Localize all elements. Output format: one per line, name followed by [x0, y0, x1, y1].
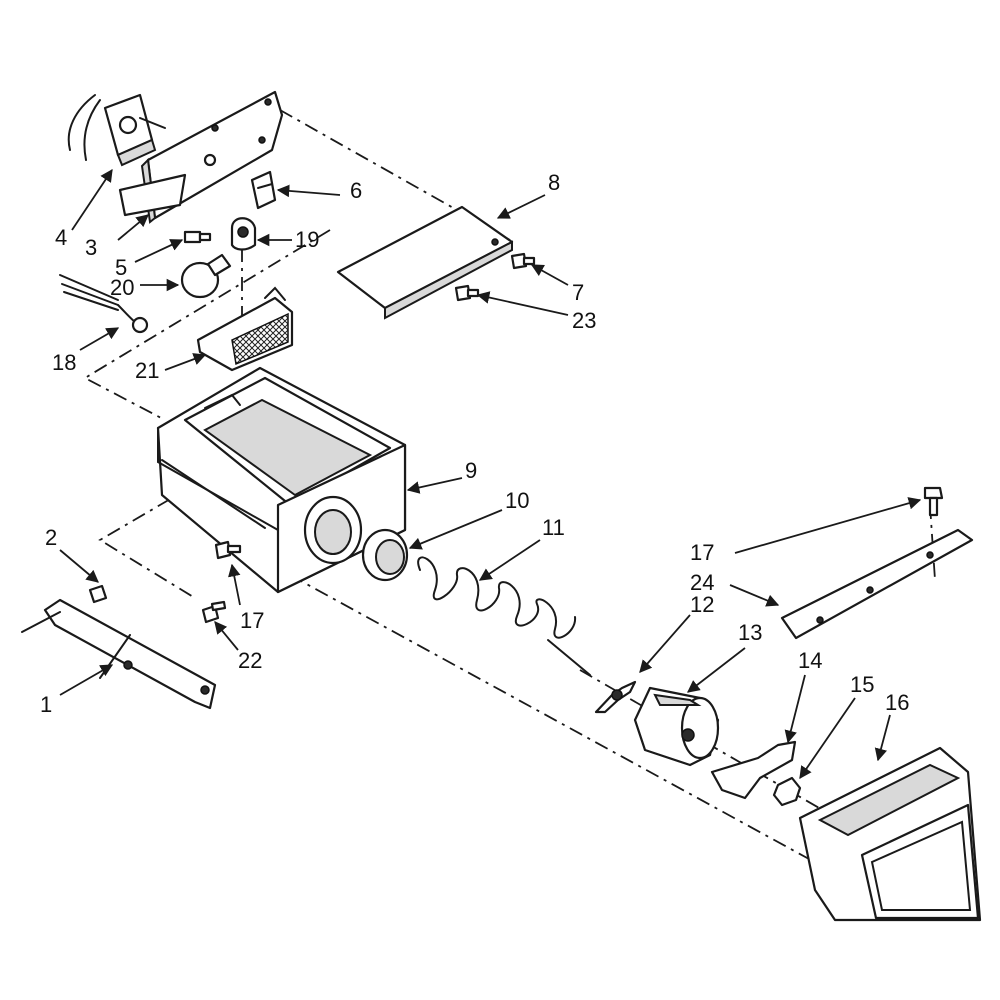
part-20-bulb — [180, 253, 232, 299]
callout-8: 8 — [548, 170, 560, 195]
part-14-bracket — [710, 740, 797, 800]
part-15-nut — [772, 776, 802, 807]
callout-23: 23 — [572, 308, 596, 333]
callout-1: 1 — [40, 692, 52, 717]
part-9-ice-bin — [156, 366, 407, 594]
callout-14: 14 — [798, 648, 822, 673]
callout-5: 5 — [115, 255, 127, 280]
callout-10: 10 — [505, 488, 529, 513]
part-8-cover-plate — [336, 205, 514, 320]
callout-24: 24 — [690, 570, 714, 595]
callout-13: 13 — [738, 620, 762, 645]
part-17-screw-strip — [923, 486, 944, 517]
part-3-mounting-plate — [118, 90, 284, 224]
part-6-clip — [250, 170, 277, 210]
part-18-wire-harness — [59, 274, 149, 334]
callout-labels: 1 2 3 4 5 6 7 8 9 10 11 12 13 14 15 16 1… — [40, 170, 909, 717]
callout-17-bin: 17 — [240, 608, 264, 633]
callout-19: 19 — [295, 227, 319, 252]
part-21-light-shield — [196, 286, 294, 372]
part-23-screw — [454, 284, 480, 302]
part-13-cutter-housing — [633, 686, 720, 767]
part-2-screw — [88, 584, 108, 604]
leader-lines — [59, 168, 922, 780]
callout-20: 20 — [110, 275, 134, 300]
callout-7: 7 — [572, 280, 584, 305]
part-4-motor — [67, 93, 166, 167]
callout-6: 6 — [350, 178, 362, 203]
part-17-screw-bin — [214, 540, 242, 560]
callout-21: 21 — [135, 358, 159, 383]
callout-15: 15 — [850, 672, 874, 697]
part-19-lamp-socket — [230, 217, 257, 251]
part-22-screw — [201, 600, 227, 624]
callout-12: 12 — [690, 592, 714, 617]
callout-11: 11 — [542, 515, 565, 540]
callout-3: 3 — [85, 235, 97, 260]
part-1-bracket — [21, 598, 217, 710]
part-11-auger — [417, 556, 591, 676]
callout-16: 16 — [885, 690, 909, 715]
callout-18: 18 — [52, 350, 76, 375]
part-12-blade — [594, 680, 637, 714]
callout-22: 22 — [238, 648, 262, 673]
part-24-strip — [780, 528, 974, 640]
part-5-screw — [183, 230, 212, 244]
part-7-screw — [510, 252, 536, 270]
callout-2: 2 — [45, 525, 57, 550]
callout-17-strip: 17 — [690, 540, 714, 565]
callout-9: 9 — [465, 458, 477, 483]
callout-4: 4 — [55, 225, 67, 250]
part-10-bearing — [361, 528, 409, 582]
part-16-front-housing — [798, 746, 982, 922]
